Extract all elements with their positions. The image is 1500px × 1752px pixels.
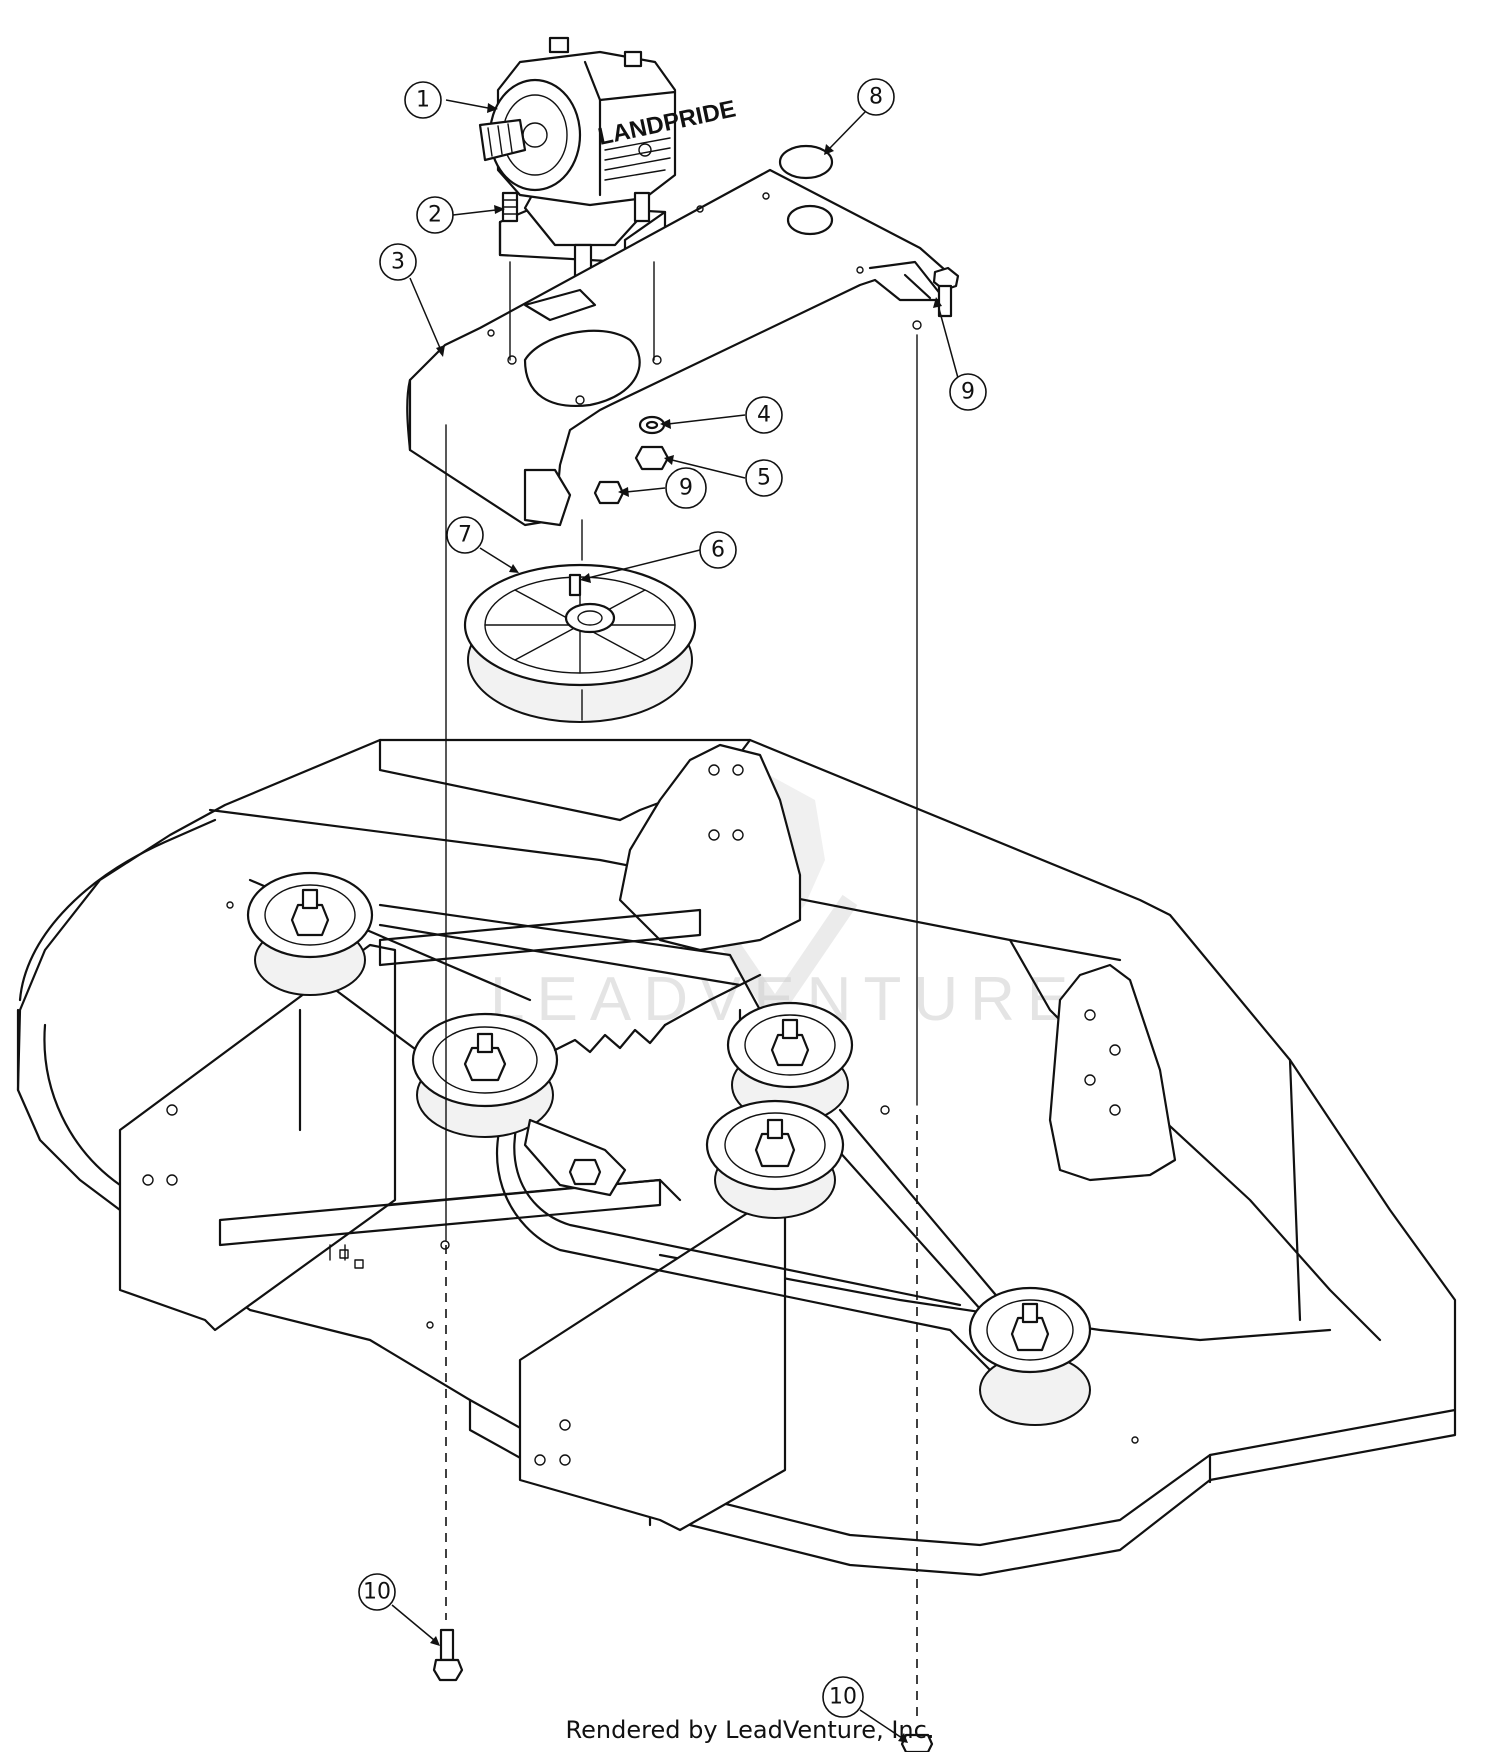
callout-9-lower: 10 — [358, 1573, 440, 1646]
spindle-pulley-left — [246, 871, 374, 996]
svg-text:3: 3 — [391, 250, 405, 275]
washer-hole — [645, 420, 659, 430]
gearbox: LANDPRIDE — [478, 36, 738, 279]
bolt-lower — [432, 1628, 464, 1682]
idler-pulley-right — [705, 1099, 845, 1219]
callout-5: 5 — [664, 455, 783, 497]
svg-text:9: 9 — [679, 476, 693, 501]
svg-text:2: 2 — [428, 203, 442, 228]
svg-text:10: 10 — [829, 1685, 857, 1710]
callout-10-lower: 10 — [822, 1676, 908, 1743]
bolt-upper — [932, 266, 960, 318]
callout-10-upper: 9 — [618, 467, 707, 509]
svg-text:7: 7 — [458, 523, 472, 548]
svg-text:5: 5 — [757, 466, 771, 491]
callout-8: 8 — [824, 78, 895, 155]
gearbox-mount-bracket — [406, 168, 952, 527]
svg-text:10: 10 — [363, 1580, 391, 1605]
svg-text:1: 1 — [416, 88, 430, 113]
callout-6: 6 — [580, 531, 737, 583]
idler-pulley-center — [411, 973, 762, 1197]
nut — [634, 445, 670, 471]
shaft-key — [568, 573, 582, 597]
flange-nut-upper — [593, 480, 625, 505]
callout-1: 1 — [404, 81, 498, 119]
gearbox-pulley — [463, 563, 697, 723]
callout-9-upper: 9 — [933, 297, 987, 411]
flange-nut-lower — [900, 1733, 934, 1752]
hole-plug — [778, 144, 834, 180]
svg-text:4: 4 — [757, 403, 771, 428]
callout-3: 3 — [379, 243, 445, 357]
svg-text:9: 9 — [961, 380, 975, 405]
svg-text:6: 6 — [711, 538, 725, 563]
spindle-pulley-front-right — [968, 1286, 1092, 1426]
callout-4: 4 — [660, 396, 783, 434]
svg-text:8: 8 — [869, 85, 883, 110]
footer-credit: Rendered by LeadVenture, Inc. — [565, 1716, 935, 1744]
mower-deck — [16, 738, 1457, 1577]
alignment-lines — [445, 261, 918, 1720]
callout-2: 2 — [416, 196, 505, 234]
callout-7: 7 — [446, 516, 519, 573]
